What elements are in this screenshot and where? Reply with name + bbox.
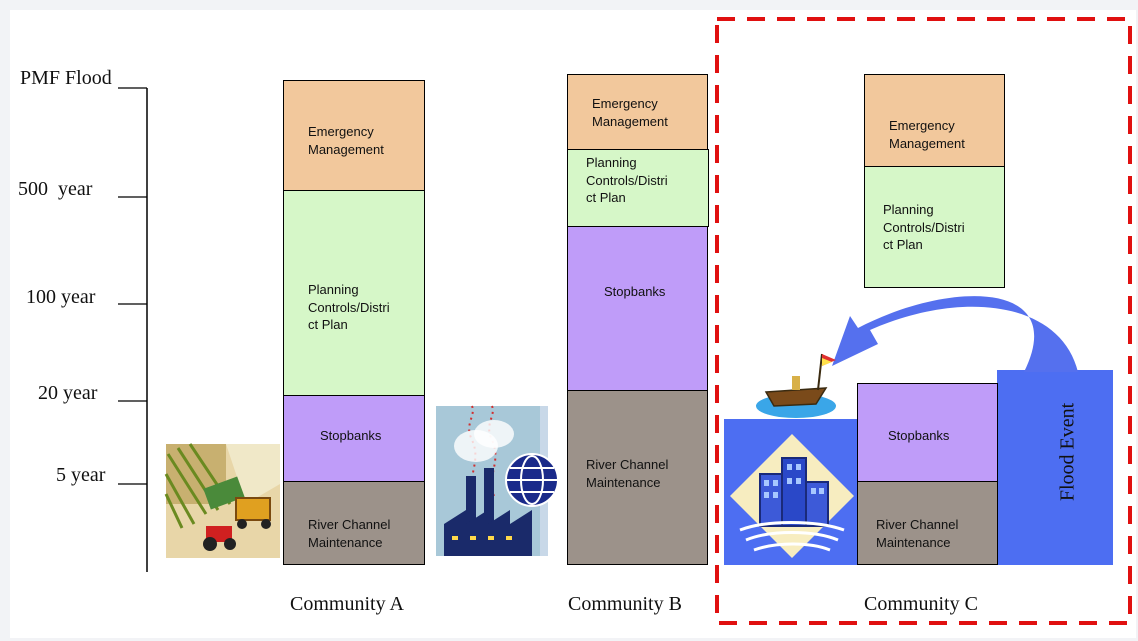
community-b-emergency-box: Emergency Management (567, 74, 708, 150)
community-a-emergency-label: Emergency Management (308, 124, 384, 157)
flood-event-block (997, 370, 1113, 565)
community-b-stopbanks-label: Stopbanks (604, 284, 666, 299)
community-a-emergency-box: Emergency Management (283, 80, 425, 191)
community-c-stopbanks-label: Stopbanks (888, 428, 950, 443)
city-flood-icon (730, 434, 854, 558)
community-c-river-box: River Channel Maintenance (857, 481, 998, 565)
community-b-planning-box: Planning Controls/Distri ct Plan (567, 149, 709, 227)
community-a-stopbanks-label: Stopbanks (320, 428, 382, 443)
community-b-planning-label: Planning Controls/Distri ct Plan (586, 155, 668, 206)
tick-500-year: 500 year (18, 178, 93, 200)
farm-harvester-icon (164, 443, 280, 558)
community-c-label: Community C (864, 593, 978, 615)
tick-100-year: 100 year (26, 286, 96, 308)
community-c-stopbanks-box: Stopbanks (857, 383, 998, 482)
tick-pmf-flood: PMF Flood (20, 67, 112, 89)
community-b-label: Community B (568, 593, 682, 615)
community-a-river-label: River Channel Maintenance (308, 517, 391, 550)
community-c-emergency-box: Emergency Management (864, 74, 1005, 167)
boat-icon (756, 353, 836, 418)
community-c-planning-label: Planning Controls/Distri ct Plan (883, 202, 965, 253)
community-b-river-box: River Channel Maintenance (567, 390, 708, 565)
community-c-emergency-label: Emergency Management (889, 118, 965, 151)
community-b-emergency-label: Emergency Management (592, 96, 668, 129)
community-a-planning-label: Planning Controls/Distri ct Plan (308, 282, 390, 333)
community-a-river-box: River Channel Maintenance (283, 481, 425, 565)
community-a-planning-box: Planning Controls/Distri ct Plan (283, 190, 425, 396)
factory-globe-icon (436, 405, 559, 556)
community-a-label: Community A (290, 593, 404, 615)
tick-20-year: 20 year (38, 382, 98, 404)
community-c-planning-box: Planning Controls/Distri ct Plan (864, 166, 1005, 288)
tick-5-year: 5 year (56, 464, 106, 486)
community-b-river-label: River Channel Maintenance (586, 457, 669, 490)
community-c-river-label: River Channel Maintenance (876, 517, 959, 550)
